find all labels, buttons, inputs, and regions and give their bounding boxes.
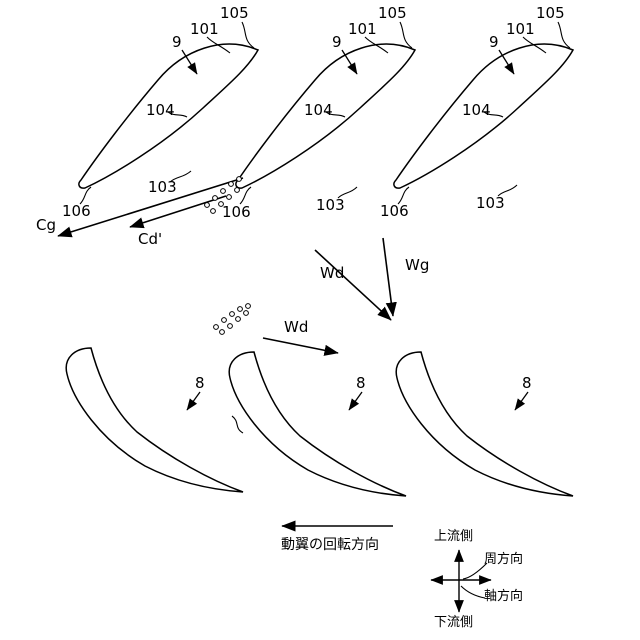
label-103-vane3: 103 <box>476 194 505 212</box>
label-9-vane2: 9 <box>332 33 342 51</box>
axis-label-axial: 軸方向 <box>484 589 524 604</box>
axis-label-upstream: 上流側 <box>434 529 474 544</box>
label-101-vane3: 101 <box>506 20 535 38</box>
cooling-dots-lower <box>213 303 251 335</box>
label-9-vane3: 9 <box>489 33 499 51</box>
cooling-dots-upper <box>204 176 242 214</box>
label-cd: Cd' <box>138 230 163 248</box>
label-9-vane1: 9 <box>172 33 182 51</box>
label-wd-upper: Wd <box>320 264 345 282</box>
label-cg: Cg <box>36 216 56 234</box>
label-106-vane1: 106 <box>62 202 91 220</box>
axis-cross <box>430 549 492 613</box>
label-105-vane3: 105 <box>536 4 565 22</box>
label-8-blade3: 8 <box>522 374 532 392</box>
pointer-arrows <box>181 49 529 411</box>
label-104-vane3: 104 <box>462 101 491 119</box>
label-101-vane2: 101 <box>348 20 377 38</box>
wg-arrow <box>382 237 397 317</box>
wd-lower-arrow <box>262 337 339 356</box>
wd-upper-arrow <box>314 249 392 321</box>
cd-arrow <box>129 195 227 229</box>
flow-arrows <box>57 177 397 532</box>
cg-arrow <box>57 177 244 238</box>
label-104-vane2: 104 <box>304 101 333 119</box>
label-wg: Wg <box>405 256 430 274</box>
rotation-direction-caption: 動翼の回転方向 <box>281 537 379 553</box>
label-103-vane1: 103 <box>148 178 177 196</box>
label-wd-lower: Wd <box>284 318 309 336</box>
label-105-vane1: 105 <box>220 4 249 22</box>
label-103-vane2: 103 <box>316 196 345 214</box>
label-104-vane1: 104 <box>146 101 175 119</box>
label-101-vane1: 101 <box>190 20 219 38</box>
rotor-blade-row <box>65 347 574 497</box>
label-8-blade2: 8 <box>356 374 366 392</box>
label-106-vane2: 106 <box>222 203 251 221</box>
axis-label-circumferential: 周方向 <box>484 552 524 567</box>
label-105-vane2: 105 <box>378 4 407 22</box>
label-8-blade1: 8 <box>195 374 205 392</box>
axis-label-downstream: 下流側 <box>434 615 474 630</box>
leader-lines <box>79 21 571 599</box>
label-106-vane3: 106 <box>380 202 409 220</box>
